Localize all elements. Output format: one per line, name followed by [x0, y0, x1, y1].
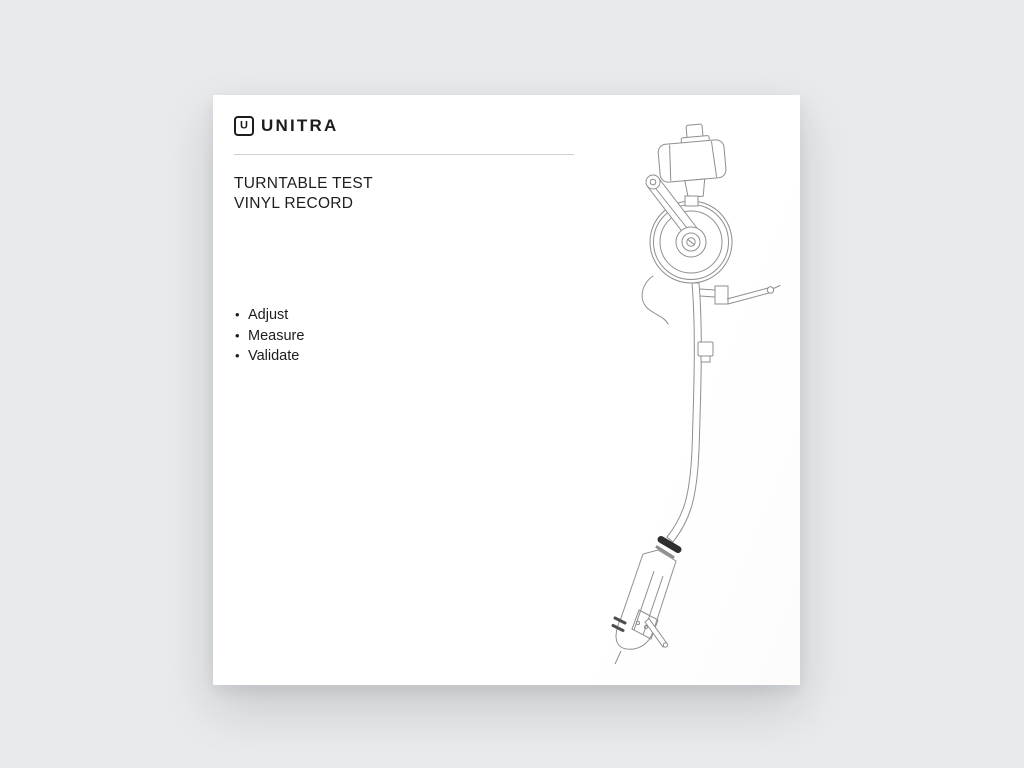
title-line-2: VINYL RECORD — [234, 195, 354, 212]
steps-list: • Adjust • Measure • Validate — [235, 305, 304, 367]
pivot-neck — [684, 195, 699, 207]
list-item: • Adjust — [235, 305, 304, 326]
list-item: • Validate — [235, 346, 304, 367]
logo-monogram: U — [240, 119, 248, 131]
antiskate-wire — [641, 275, 669, 325]
divider-line — [234, 154, 574, 155]
bearing-hub — [675, 226, 707, 258]
counterweight — [657, 123, 727, 199]
step-label: Measure — [248, 327, 305, 344]
brand-logo: U UNITRA — [234, 116, 338, 136]
step-label: Validate — [248, 348, 300, 364]
brand-name: UNITRA — [261, 116, 339, 135]
tonearm-illustration — [611, 123, 781, 665]
unitra-logo-icon: U — [234, 116, 254, 136]
arm-clip — [697, 341, 714, 363]
bullet: • — [235, 307, 240, 322]
list-item: • Measure — [235, 326, 304, 347]
bullet: • — [235, 327, 240, 343]
bullet: • — [235, 348, 240, 363]
cueing-lever — [699, 285, 781, 305]
stylus-tip — [614, 650, 622, 665]
title-block: TURNTABLE TEST VINYL RECORD — [234, 174, 373, 214]
title-line-1: TURNTABLE TEST — [234, 175, 373, 192]
step-label: Adjust — [248, 307, 289, 323]
headshell — [611, 536, 682, 665]
record-sleeve-card: U UNITRA TURNTABLE TEST VINYL RECORD • A… — [213, 95, 800, 685]
arm-tube — [666, 282, 702, 543]
